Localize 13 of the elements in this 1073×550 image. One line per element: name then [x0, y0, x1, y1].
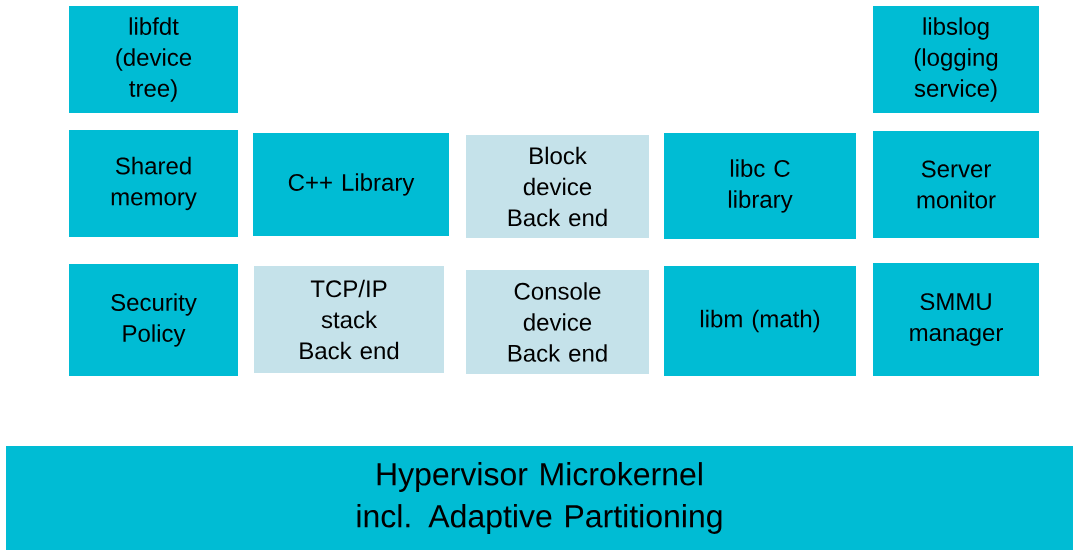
component-box: libm (math) [664, 266, 856, 376]
component-box: Shared memory [69, 130, 238, 237]
component-box: C++ Library [253, 133, 449, 236]
component-box: libfdt (device tree) [69, 6, 238, 113]
component-box: SMMU manager [873, 263, 1039, 376]
kernel-bar: Hypervisor Microkernel incl. Adaptive Partitioning [6, 446, 1073, 550]
component-box: Security Policy [69, 264, 238, 376]
component-box: Console device Back end [466, 270, 649, 374]
component-box: libslog (logging service) [873, 6, 1039, 113]
component-box: Block device Back end [466, 135, 649, 238]
component-box: TCP/IP stack Back end [254, 266, 444, 373]
component-box: libc C library [664, 133, 856, 239]
component-box: Server monitor [873, 131, 1039, 238]
